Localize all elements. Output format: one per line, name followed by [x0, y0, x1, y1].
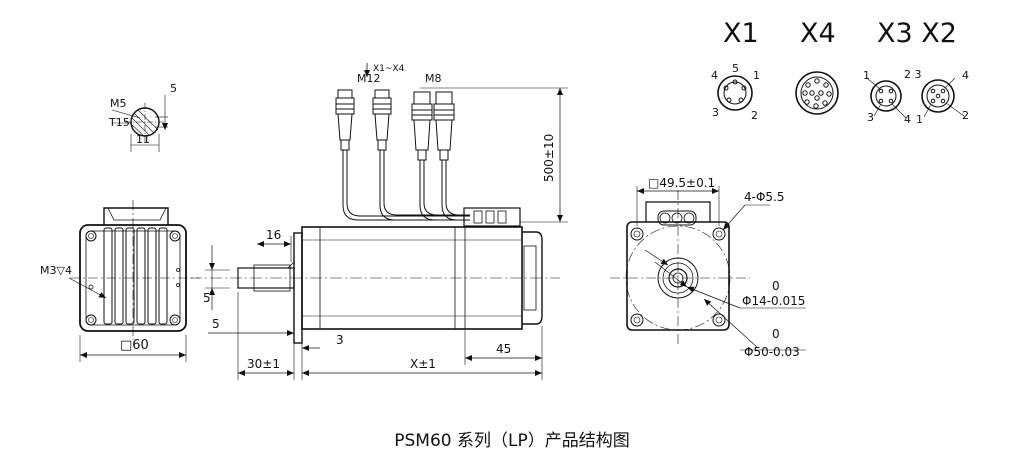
- connector-x1-label: X1: [723, 18, 759, 49]
- cable-assembly: [335, 63, 568, 227]
- dim-45: 45: [496, 342, 511, 356]
- m12-connector-a: [335, 89, 355, 151]
- hole-pattern-dim: 4-Φ5.5: [744, 190, 785, 204]
- x1-pin-2: 2: [751, 109, 758, 122]
- x2-pin-2: 2: [962, 109, 969, 122]
- x3-pin-1: 1: [863, 69, 870, 82]
- end-view: [610, 186, 806, 351]
- thread-dim-5: 5: [170, 82, 177, 95]
- m8-connector-a: [411, 91, 433, 161]
- dim-5-shaft: 5: [212, 317, 220, 331]
- m12-label: M12: [357, 72, 381, 85]
- thread-depth-label: T15: [108, 116, 130, 129]
- connector-x3x2-label: X3 X2: [877, 18, 957, 49]
- m8-connector-b: [433, 91, 455, 161]
- dim-x: X±1: [410, 357, 436, 371]
- drawing-caption: PSM60 系列（LP）产品结构图: [394, 431, 629, 451]
- x1-pin-3: 3: [712, 106, 719, 119]
- dim-3: 3: [336, 333, 344, 347]
- x2-pinout-icon: [921, 77, 965, 118]
- m8-label: M8: [425, 72, 442, 85]
- x1-pin-4: 4: [711, 69, 718, 82]
- thread-size-label: M5: [110, 97, 127, 110]
- end-square-dim: □49.5±0.1: [648, 176, 715, 190]
- thread-detail: M5 T15 5 11: [108, 82, 177, 152]
- connector-x4-label: X4: [800, 18, 836, 49]
- dim-30: 30±1: [247, 357, 280, 371]
- shaft-tol-upper: 0: [772, 279, 780, 293]
- x1-pin-1: 1: [753, 69, 760, 82]
- x4-pinout-icon: [795, 71, 839, 115]
- cable-length-dim: 500±10: [542, 134, 556, 182]
- x3-pin-3: 3: [867, 111, 874, 124]
- x2-pin-4: 4: [962, 69, 969, 82]
- connector-range-note: X1~X4: [373, 64, 405, 74]
- pilot-dia-dim: Φ50-0.03: [744, 345, 800, 359]
- dim-16: 16: [266, 228, 281, 242]
- pilot-tol-upper: 0: [772, 327, 780, 341]
- thread-dim-11: 11: [136, 133, 150, 146]
- x1-pin-5: 5: [732, 62, 739, 75]
- x3-pinout-icon: [867, 78, 907, 119]
- m12-connector-b: [372, 89, 392, 151]
- x1-pinout-icon: [717, 75, 753, 111]
- mount-hole-callout: M3▽4: [40, 264, 72, 277]
- side-view: [190, 226, 560, 380]
- shaft-dia-dim: Φ14-0.015: [742, 294, 805, 308]
- connector-pinouts: X1 X4 X3 X2 5 4 1 3 2: [711, 18, 969, 126]
- front-view: M3▽4 □60: [40, 200, 200, 362]
- x3-pin-4: 4: [904, 113, 911, 126]
- x2-pin-23: 2 3: [904, 68, 922, 81]
- front-square-dim: □60: [120, 338, 149, 353]
- x2-pin-1: 1: [916, 113, 923, 126]
- dim-5-key: 5: [203, 291, 211, 305]
